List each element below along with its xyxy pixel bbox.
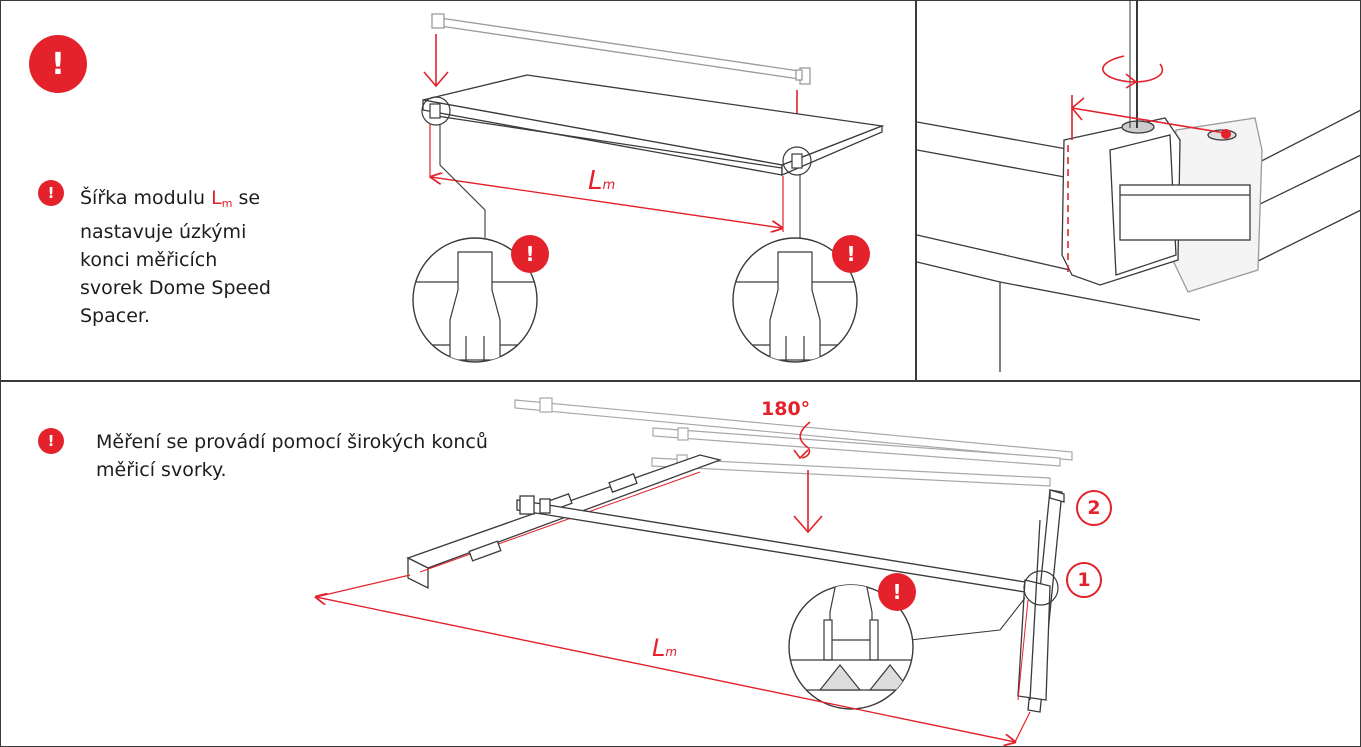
rotation-arrow-icon [1102, 55, 1164, 89]
lm-symbol: L [211, 187, 222, 209]
warning-icon: ! [38, 428, 64, 454]
detail-circle-3 [788, 584, 914, 710]
dimension-label-top: Lm [588, 166, 616, 196]
note-text-before: Šířka modulu [80, 187, 212, 209]
clamp-closeup [1061, 0, 1263, 293]
note-text-after: se nastavuje úzkými konci měřicích svore… [80, 187, 271, 327]
step-badge-2: 2 [1076, 490, 1112, 526]
dimension-label-bottom: Lm [652, 634, 678, 662]
warning-icon: ! [832, 235, 870, 273]
measure-line-top [430, 124, 783, 232]
warning-icon: ! [29, 35, 87, 93]
rotation-180-arrow [793, 421, 823, 534]
warning-icon: ! [38, 180, 64, 206]
step-badge-1: 1 [1066, 562, 1102, 598]
spacer-rod-ghost [431, 13, 811, 85]
rotation-label: 180° [761, 398, 811, 420]
module-width-note: Šířka modulu Lm se nastavuje úzkými konc… [80, 184, 280, 330]
measure-closeup [1067, 95, 1226, 272]
measure-line-bottom [316, 574, 1031, 742]
detail-circle-2 [732, 237, 858, 363]
warning-icon: ! [878, 573, 916, 611]
slab-top [422, 74, 885, 176]
rail-right [1017, 489, 1065, 713]
slab-closeup [916, 109, 1361, 372]
warning-icon: ! [511, 235, 549, 273]
ghost-rods [514, 397, 1073, 487]
measurement-note: Měření se provádí pomocí širokých konců … [96, 431, 488, 481]
lm-subscript: m [221, 197, 233, 210]
panel-top-left [0, 0, 917, 382]
